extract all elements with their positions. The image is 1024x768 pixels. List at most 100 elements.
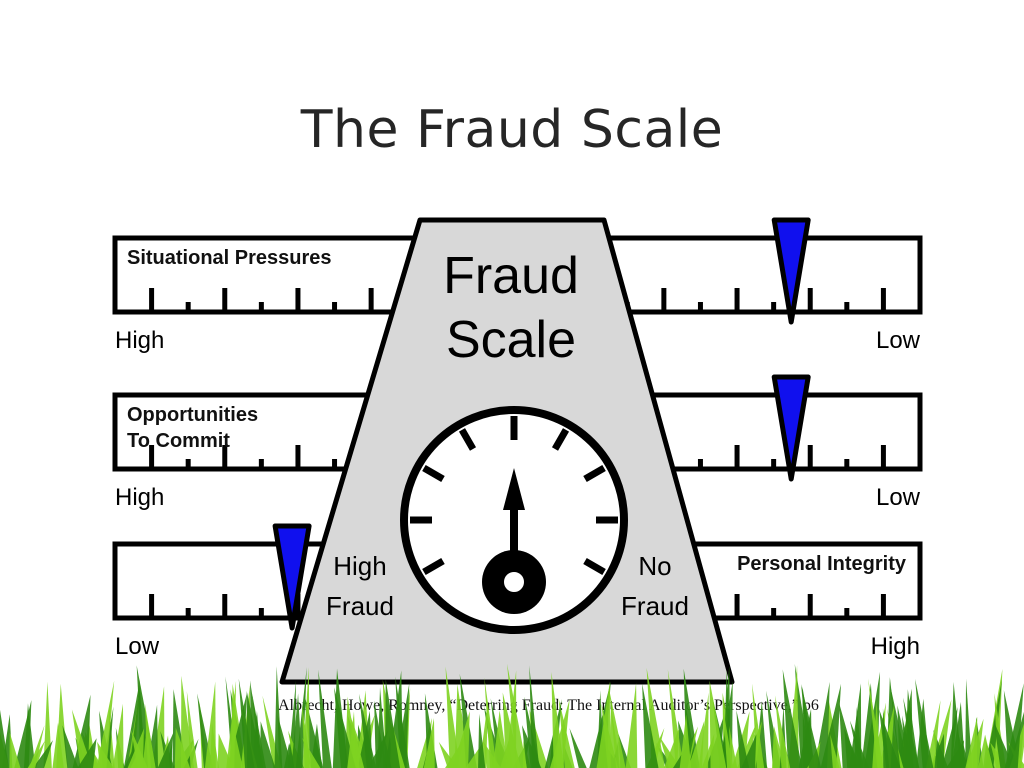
grass-blade	[698, 692, 709, 768]
grass-blade	[1004, 683, 1024, 768]
grass-blade	[97, 741, 114, 768]
grass-blade	[609, 690, 626, 768]
grass-blade	[550, 698, 570, 768]
grass-blade	[522, 725, 542, 768]
grass-blade	[77, 738, 97, 768]
grass-blade	[1003, 690, 1021, 768]
grass-blade	[868, 678, 884, 768]
grass-blade	[23, 703, 36, 768]
scale-title-line1: Fraud	[443, 247, 579, 305]
scale-title-line2: Scale	[446, 311, 576, 369]
grass-blade	[978, 734, 994, 768]
grass-blade	[915, 678, 934, 768]
high-fraud-label-line1: High	[333, 551, 386, 581]
grass-blade	[886, 708, 904, 768]
grass-blade	[830, 734, 840, 768]
grass-blade	[507, 663, 527, 768]
grass-blade	[217, 733, 234, 768]
grass-blade	[29, 725, 45, 768]
bar-pointer-situational-pressures	[771, 217, 811, 325]
grass-blade	[723, 708, 734, 768]
grass-blade	[274, 666, 283, 768]
gauge-tick	[422, 464, 445, 483]
grass-blade	[766, 690, 782, 768]
gauge-dial	[400, 406, 628, 634]
gauge-tick	[551, 428, 570, 451]
grass-blade	[131, 729, 148, 768]
grass-blade	[820, 683, 842, 768]
grass-blade	[318, 669, 332, 768]
grass-blade	[228, 724, 243, 768]
grass-blade	[301, 703, 312, 768]
grass-blade	[569, 728, 587, 768]
grass-blade	[123, 679, 140, 768]
grass-blade	[965, 716, 978, 768]
grass-blade	[667, 669, 684, 768]
grass-blade	[941, 707, 958, 768]
grass-blade	[965, 678, 973, 768]
grass-blade	[291, 693, 303, 768]
grass-blade	[709, 680, 727, 768]
grass-blade	[985, 679, 1003, 768]
grass-blade	[925, 700, 941, 768]
grass-blade	[260, 721, 276, 768]
grass-blade	[897, 688, 913, 768]
bar-left-end-label: High	[115, 327, 164, 354]
grass-blade	[452, 711, 470, 768]
bar-left-end-label: Low	[115, 633, 160, 660]
no-fraud-label-line1: No	[638, 551, 671, 581]
bar-label-opportunities-1: To Commit	[127, 430, 230, 452]
grass-blade	[144, 703, 156, 768]
grass-blade	[124, 741, 137, 768]
gauge-tick	[583, 557, 606, 576]
bar-right-end-label: Low	[876, 327, 921, 354]
grass-blade	[849, 720, 870, 768]
bar-label-opportunities-0: Opportunities	[127, 404, 258, 426]
gauge-tick	[458, 428, 477, 451]
grass-blade	[965, 718, 984, 768]
grass-blade	[642, 683, 659, 768]
grass-blade	[951, 702, 966, 768]
gauge-needle-tip	[503, 468, 525, 510]
grass-blade	[774, 695, 791, 768]
slide-title: The Fraud Scale	[300, 100, 724, 160]
gauge-tick	[422, 557, 445, 576]
bar-pointer-opportunities	[771, 374, 811, 482]
grass-blade	[752, 683, 765, 768]
grass-blade	[252, 693, 266, 768]
high-fraud-label-line2: Fraud	[326, 591, 394, 621]
gauge-tick	[583, 464, 606, 483]
bar-right-end-label: Low	[876, 484, 921, 511]
grass-blade	[551, 671, 565, 768]
grass-blade	[112, 703, 124, 768]
grass-blade	[359, 693, 377, 768]
grass-blade	[492, 710, 509, 768]
grass-blade	[302, 737, 321, 768]
grass-blade	[844, 728, 862, 768]
grass-blade	[478, 713, 486, 768]
grass-blade	[32, 740, 53, 768]
grass-blade	[209, 723, 219, 768]
bar-pointer-personal-integrity	[272, 523, 312, 631]
grass-decoration	[0, 663, 1024, 768]
grass-blade	[385, 679, 401, 768]
grass-blade	[186, 691, 198, 768]
grass-blade	[423, 718, 435, 768]
grass-blade	[332, 668, 349, 768]
bar-label-situational-pressures-0: Situational Pressures	[127, 247, 332, 269]
bar-label-personal-integrity-0: Personal Integrity	[737, 553, 907, 575]
no-fraud-label-line2: Fraud	[621, 591, 689, 621]
grass-blade	[524, 696, 541, 768]
grass-blade	[347, 711, 357, 768]
grass-blade	[238, 678, 255, 768]
grass-blade	[601, 703, 619, 768]
grass-blade	[679, 714, 692, 768]
grass-blade	[736, 710, 750, 768]
bar-right-end-label: High	[871, 633, 920, 660]
grass-blade	[625, 683, 638, 768]
grass-blade	[52, 722, 64, 768]
grass-blade	[882, 708, 890, 768]
citation: Albrecht, Howe, Romney, “Deterring Fraud…	[278, 697, 819, 714]
grass-blade	[183, 738, 199, 768]
